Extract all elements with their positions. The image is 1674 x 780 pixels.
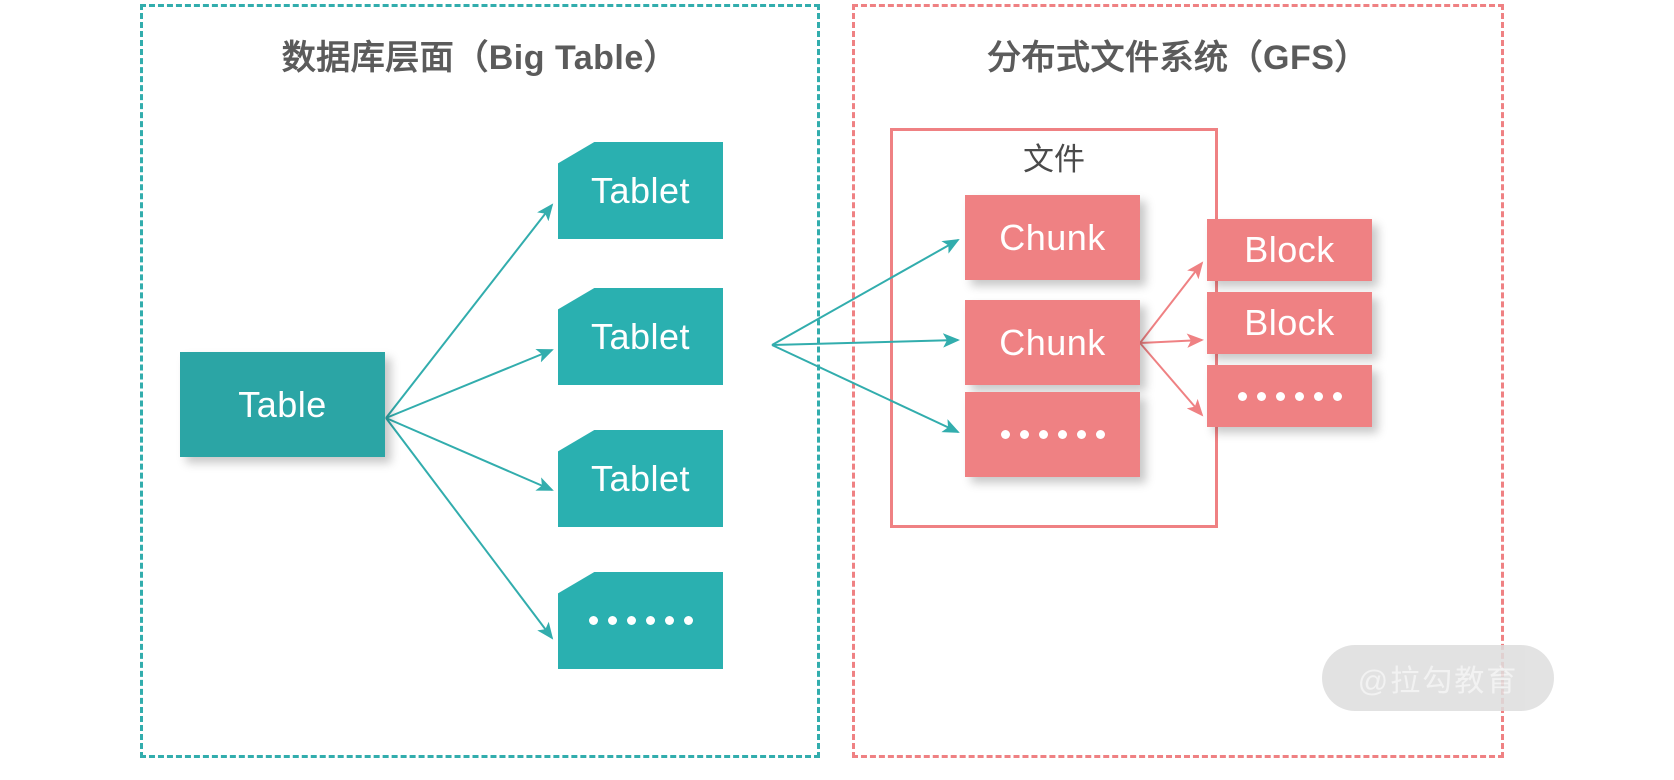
node-table[interactable]: Table — [180, 352, 385, 457]
node-tablet-1-label: Tablet — [590, 169, 691, 211]
node-block-1-label: Block — [1244, 229, 1335, 270]
node-tablet-2-label: Tablet — [590, 315, 691, 357]
ellipsis-dots — [1000, 430, 1105, 439]
node-block-1[interactable]: Block — [1207, 219, 1372, 281]
node-block-more[interactable] — [1207, 365, 1372, 427]
watermark: @拉勾教育 — [1322, 645, 1554, 711]
node-block-2-label: Block — [1244, 302, 1335, 343]
node-tablet-more[interactable] — [558, 572, 723, 669]
node-tablet-1[interactable]: Tablet — [558, 142, 723, 239]
title-gfs: 分布式文件系统（GFS） — [987, 39, 1369, 77]
ellipsis-dots — [588, 616, 693, 625]
node-tablet-2[interactable]: Tablet — [558, 288, 723, 385]
node-block-2[interactable]: Block — [1207, 292, 1372, 354]
ellipsis-dots — [1237, 391, 1342, 401]
node-chunk-2[interactable]: Chunk — [965, 300, 1140, 385]
node-chunk-more[interactable] — [965, 392, 1140, 477]
node-tablet-3-label: Tablet — [590, 457, 691, 499]
node-chunk-1-label: Chunk — [999, 216, 1106, 258]
node-chunk-2-label: Chunk — [999, 321, 1106, 363]
node-tablet-3[interactable]: Tablet — [558, 430, 723, 527]
title-bigtable: 数据库层面（Big Table） — [281, 39, 679, 77]
file-label: 文件 — [1023, 142, 1085, 177]
node-chunk-1[interactable]: Chunk — [965, 195, 1140, 280]
node-table-label: Table — [238, 383, 327, 425]
